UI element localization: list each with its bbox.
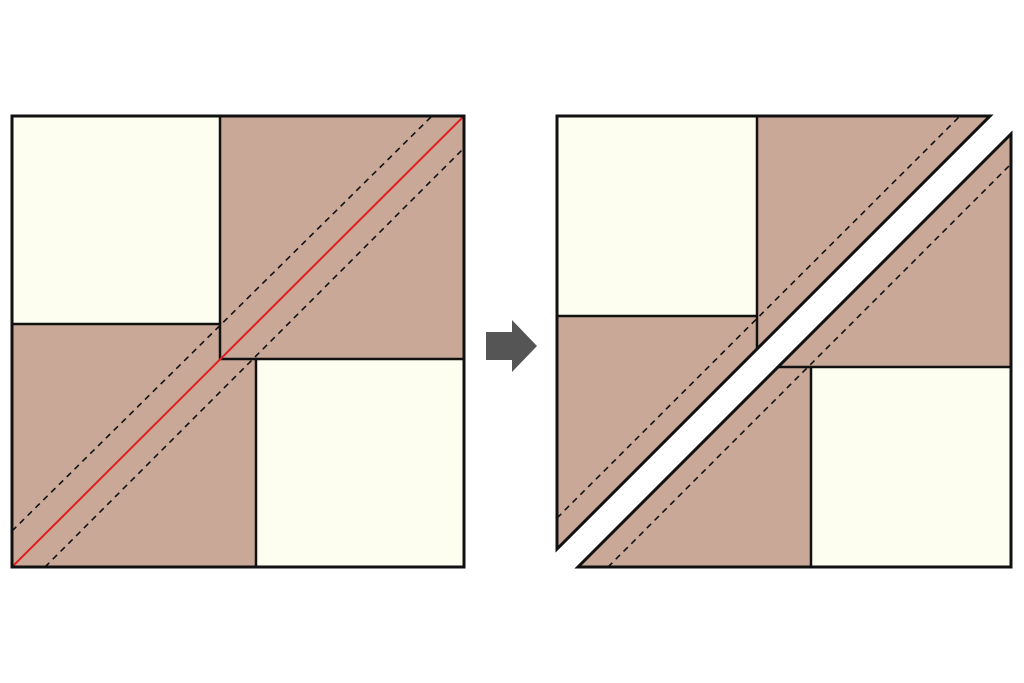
light-square-bottom-right bbox=[811, 367, 1011, 567]
before-block bbox=[10, 114, 466, 569]
right-arrow-icon bbox=[486, 320, 537, 372]
after-piece-lower-border bbox=[574, 130, 1013, 569]
sewing-line bbox=[557, 116, 961, 519]
light-square-bottom-right bbox=[256, 359, 464, 567]
after-piece-upper-border bbox=[555, 114, 994, 553]
before-block-border bbox=[10, 114, 466, 569]
light-square-top-left bbox=[12, 116, 220, 324]
light-square-top-left bbox=[557, 116, 757, 316]
sewing-line bbox=[607, 163, 1011, 567]
cut-line bbox=[11, 115, 465, 568]
